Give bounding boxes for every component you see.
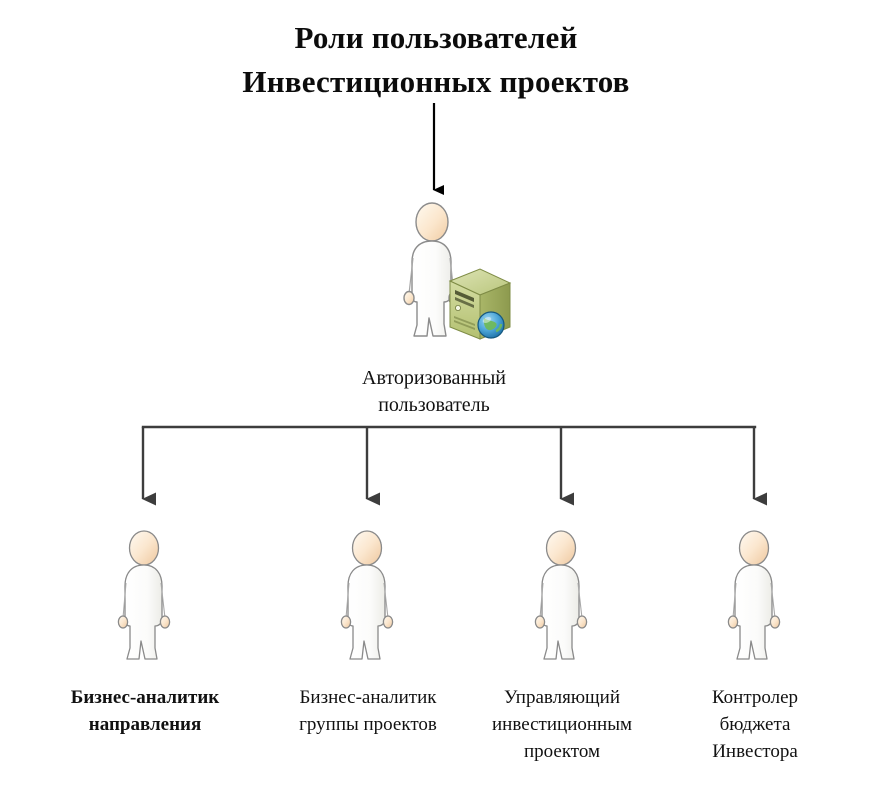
globe-icon (477, 311, 505, 339)
role-label-1-line-2: направления (88, 714, 202, 735)
root-label-line-2: пользователь (378, 394, 490, 416)
person-body (734, 564, 773, 660)
person-hand-left (403, 290, 415, 306)
root-actor-icon (388, 200, 518, 345)
person-hand-right (576, 615, 588, 629)
person-shape (727, 530, 781, 660)
role-label-2-line-2: группы проектов (299, 714, 437, 735)
server-drive-slot-2 (455, 297, 474, 308)
person-arm-left (539, 582, 544, 619)
person-hand-right (448, 290, 460, 306)
person-shape (403, 202, 460, 337)
person-body (124, 564, 163, 660)
server-side-face (479, 282, 511, 340)
person-arm-right (160, 582, 166, 619)
server-vent-1 (454, 316, 475, 326)
person-shape (117, 530, 171, 660)
person-arm-right (770, 582, 776, 619)
person-hand-left (117, 615, 129, 629)
person-head (351, 530, 383, 566)
role-label-4-line-1: Контролер (711, 687, 799, 708)
person-body (347, 564, 386, 660)
person-hand-right (159, 615, 171, 629)
person-arm-right (383, 582, 389, 619)
server-drive-slot-1 (455, 290, 474, 302)
root-label-line-1: Авторизованный (362, 367, 506, 389)
role-actor-icon-1 (108, 528, 182, 668)
person-head (545, 530, 577, 566)
server-vent-2 (454, 320, 475, 330)
person-arm-left (732, 582, 737, 619)
server-top-face (448, 268, 512, 296)
role-label-3: Управляющий инвестиционным проектом (460, 684, 664, 765)
role-label-4-line-3: Инвестора (712, 741, 798, 762)
root-actor-label: Авторизованный пользователь (236, 365, 632, 419)
person-hand-right (382, 615, 394, 629)
person-arm-right (449, 257, 455, 295)
role-label-2-line-1: Бизнес-аналитик (299, 687, 437, 708)
person-head (415, 202, 449, 242)
person-arm-left (345, 582, 350, 619)
person-hand-left (340, 615, 352, 629)
role-label-3-line-1: Управляющий (504, 687, 620, 708)
person-shape (534, 530, 588, 660)
role-label-4-line-2: бюджета (719, 714, 791, 735)
person-hand-left (727, 615, 739, 629)
person-arm-right (577, 582, 583, 619)
person-shape (340, 530, 394, 660)
person-hand-left (534, 615, 546, 629)
role-actor-icon-4 (718, 528, 792, 668)
person-hand-right (769, 615, 781, 629)
role-actor-icon-3 (525, 528, 599, 668)
page-title-line-2: Инвестиционных проектов (242, 64, 630, 99)
role-label-2: Бизнес-аналитик группы проектов (266, 684, 470, 738)
person-head (738, 530, 770, 566)
page-title: Роли пользователей Инвестиционных проект… (0, 16, 872, 104)
page-title-line-1: Роли пользователей (294, 20, 578, 55)
server-tower-icon (448, 268, 512, 340)
person-arm-left (122, 582, 127, 619)
person-head (128, 530, 160, 566)
server-front-face (449, 280, 481, 340)
server-power-button (455, 305, 462, 312)
role-label-3-line-3: проектом (523, 741, 601, 762)
person-body (411, 240, 452, 337)
role-label-3-line-2: инвестиционным (492, 714, 632, 735)
person-body (541, 564, 580, 660)
person-arm-left (408, 257, 414, 295)
role-actor-icon-2 (331, 528, 405, 668)
role-label-1: Бизнес-аналитик направления (43, 684, 247, 738)
role-label-1-line-1: Бизнес-аналитик (70, 687, 220, 708)
